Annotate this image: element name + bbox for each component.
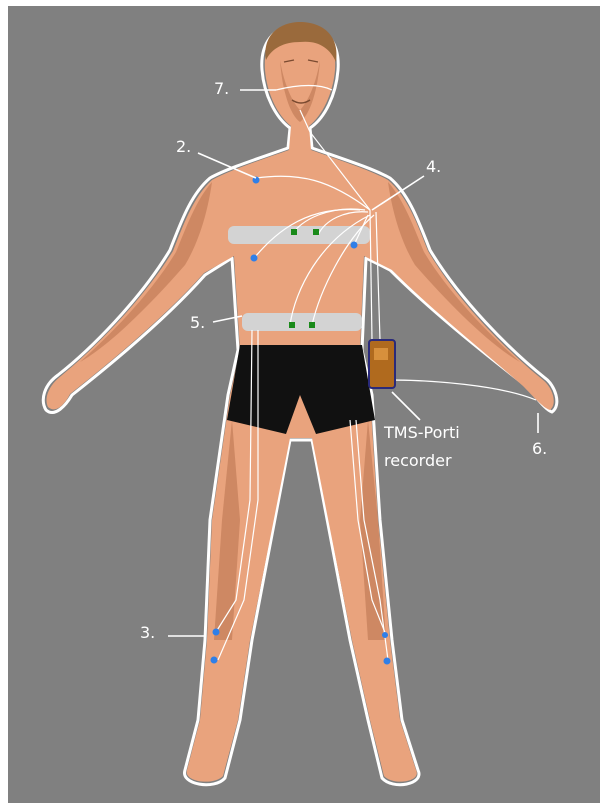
label-recorder-line1: TMS-Porti <box>384 424 460 442</box>
electrode-ribs-right <box>351 242 358 249</box>
sensor-chest-2 <box>313 229 319 235</box>
label-6-hand: 6. <box>532 440 547 458</box>
label-2-chest: 2. <box>176 138 191 156</box>
sensor-chest-1 <box>291 229 297 235</box>
leader-5 <box>213 316 242 322</box>
body-skin <box>47 27 554 782</box>
recorder-screen <box>374 348 388 360</box>
recorder-device <box>369 340 395 388</box>
electrode-leg-right-upper <box>382 632 388 638</box>
electrode-ribs-left <box>251 255 258 262</box>
electrode-leg-left-upper <box>213 629 220 636</box>
abdominal-belt <box>242 313 362 331</box>
label-5-belt: 5. <box>190 314 205 332</box>
electrode-leg-left-lower <box>211 657 218 664</box>
label-7-nose: 7. <box>214 80 229 98</box>
label-3-leg: 3. <box>140 624 155 642</box>
leader-recorder <box>392 392 420 420</box>
label-recorder-line2: recorder <box>384 452 452 470</box>
label-4-shoulder: 4. <box>426 158 441 176</box>
electrode-leg-right-lower <box>384 658 391 665</box>
sensor-abdomen-1 <box>289 322 295 328</box>
sensor-abdomen-2 <box>309 322 315 328</box>
